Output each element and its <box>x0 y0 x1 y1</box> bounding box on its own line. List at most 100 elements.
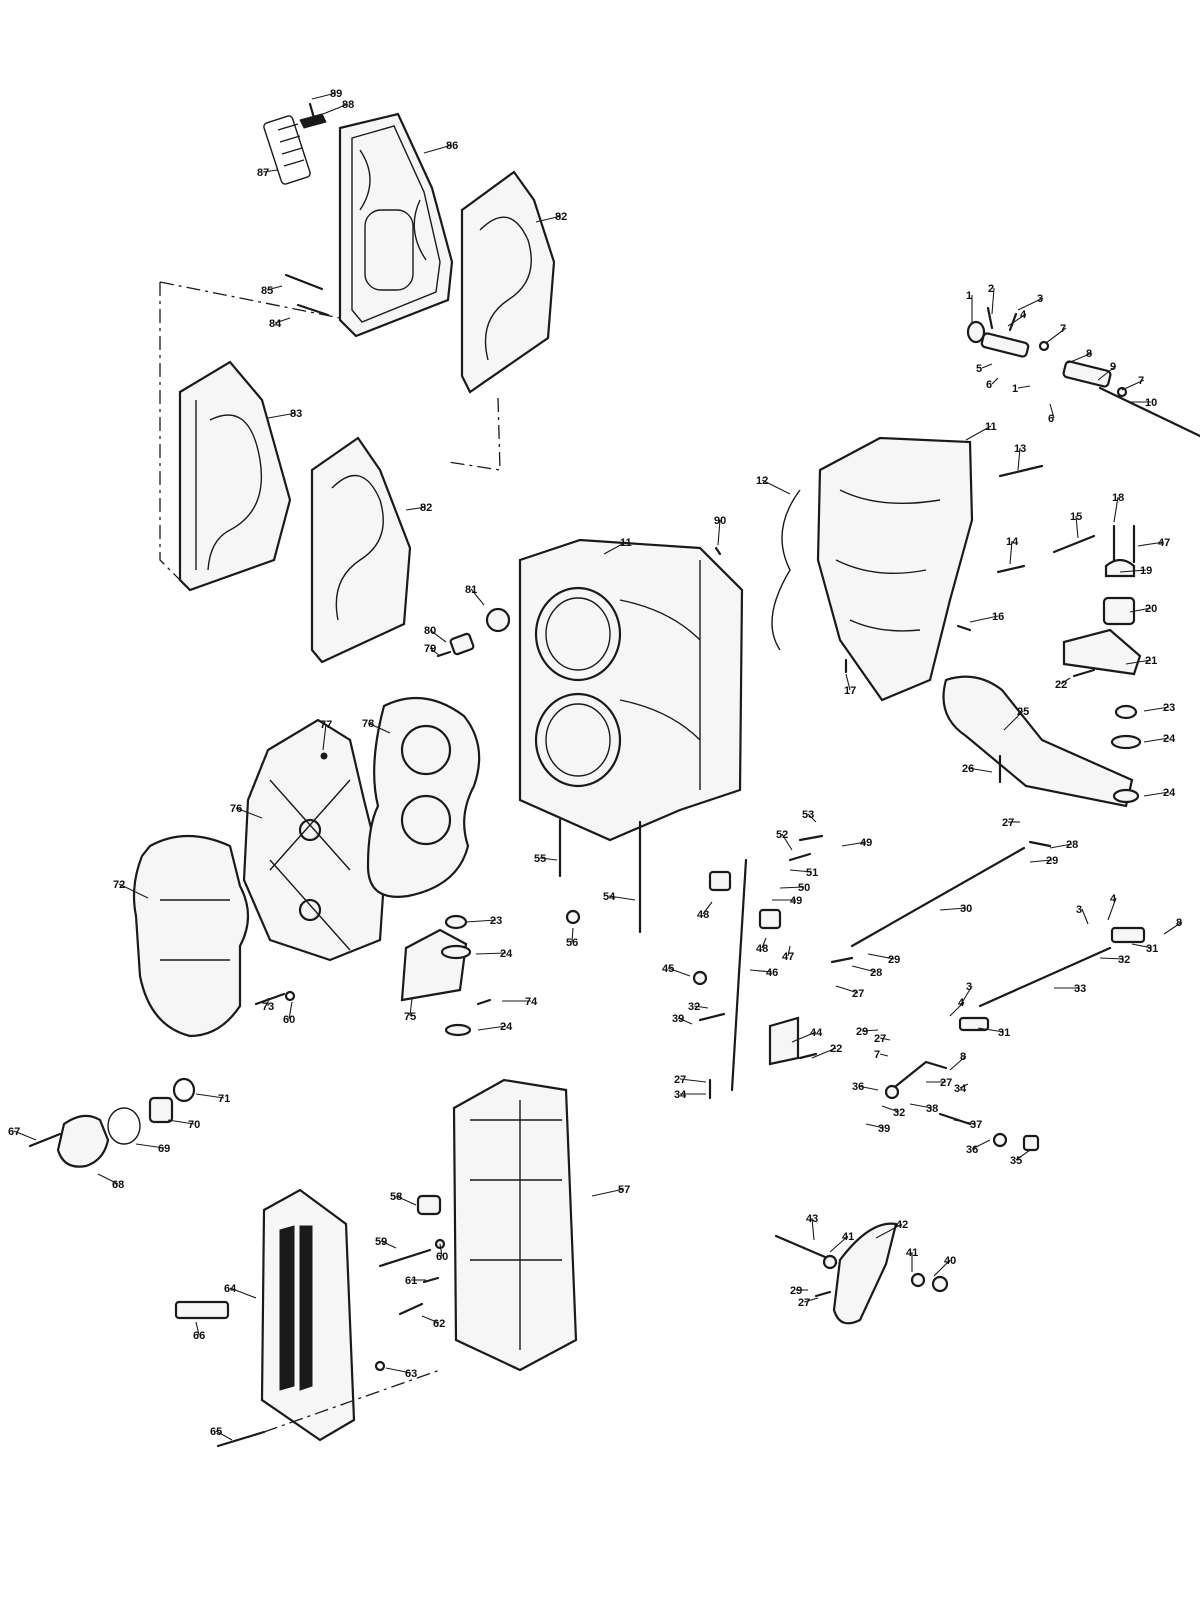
callout-leader-c38 <box>909 1103 933 1109</box>
part-84-bolt <box>296 303 330 317</box>
callout-leader-c69 <box>135 1143 165 1149</box>
callout-leader-c27d <box>679 1078 707 1083</box>
part-59-bolt <box>378 1248 432 1268</box>
callout-leader-c86 <box>423 144 453 154</box>
callout-leader-c29b <box>867 953 895 960</box>
part-81-80-79-thermostat <box>436 607 511 658</box>
callout-c57: 57 <box>618 1184 630 1196</box>
callout-c81: 81 <box>465 584 477 596</box>
callout-leader-c75 <box>409 997 413 1017</box>
callout-c90: 90 <box>714 515 726 527</box>
callout-leader-c20 <box>1129 607 1152 613</box>
callout-leader-c4a <box>1007 313 1027 327</box>
callout-leader-c36b <box>971 1139 991 1150</box>
callout-leader-c43 <box>811 1217 815 1241</box>
callout-c62: 62 <box>433 1318 445 1330</box>
callout-leader-c65 <box>215 1430 233 1441</box>
callout-leader-c66 <box>195 1321 200 1336</box>
callout-leader-c58 <box>395 1195 417 1206</box>
callout-c32b: 32 <box>688 1001 700 1013</box>
callout-c79: 79 <box>424 643 436 655</box>
callout-leader-c14 <box>1009 540 1013 565</box>
part-60-washer-right <box>434 1238 446 1250</box>
part-22-bolt-lower <box>798 1052 818 1060</box>
part-31-link-upper <box>1110 926 1146 944</box>
callout-c47a: 47 <box>1158 537 1170 549</box>
callout-leader-c3b <box>1081 908 1089 925</box>
callout-c49b: 49 <box>790 895 802 907</box>
callout-c3a: 3 <box>1037 293 1043 305</box>
callout-leader-c3c <box>959 985 973 1007</box>
callout-c34b: 34 <box>954 1083 967 1095</box>
callout-c20: 20 <box>1145 603 1157 615</box>
callout-leader-c82b <box>405 506 427 511</box>
callout-leader-c24a <box>475 952 507 955</box>
callout-c85: 85 <box>261 285 273 297</box>
callout-leader-c76 <box>235 807 263 819</box>
callout-c53: 53 <box>802 809 814 821</box>
part-83-exhaust-plate <box>178 360 292 592</box>
callout-c3c: 3 <box>966 981 972 993</box>
part-40-nut <box>931 1275 949 1293</box>
callout-c83: 83 <box>290 408 302 420</box>
callout-c21: 21 <box>1145 655 1157 667</box>
callout-leader-c42 <box>875 1223 903 1239</box>
callout-c49a: 49 <box>860 837 872 849</box>
callout-leader-c27c <box>879 1037 891 1041</box>
callout-leader-c28a <box>1049 843 1073 849</box>
part-41-washer-right <box>910 1272 926 1288</box>
part-74-screw <box>476 998 492 1006</box>
part-45-bushing <box>692 970 708 986</box>
callout-leader-c6b <box>1049 403 1055 419</box>
callout-leader-c4c <box>949 1001 965 1017</box>
callout-leader-c19 <box>1119 569 1147 573</box>
callout-c39a: 39 <box>672 1013 684 1025</box>
callout-c5: 5 <box>976 363 982 375</box>
part-11-cylinder-block <box>518 538 744 842</box>
callout-leader-c13 <box>1017 447 1021 471</box>
part-48-bracket-upper <box>708 870 732 892</box>
callout-c11a: 11 <box>620 537 632 549</box>
callout-leader-c22b <box>811 1047 837 1059</box>
part-63-washer <box>374 1360 386 1372</box>
callout-leader-c67 <box>13 1130 37 1141</box>
part-11-crankcase-half <box>771 436 974 702</box>
callout-c88: 88 <box>342 99 354 111</box>
callout-leader-c3a <box>1017 297 1044 311</box>
callout-leader-c44 <box>791 1031 817 1043</box>
callout-c51: 51 <box>806 867 818 879</box>
callout-leader-c64 <box>229 1287 257 1299</box>
callout-c24d: 24 <box>1163 787 1176 799</box>
part-14-bolt <box>996 564 1026 574</box>
callout-c37: 37 <box>970 1119 982 1131</box>
callout-c7c: 7 <box>874 1049 880 1061</box>
callout-leader-c5 <box>981 363 993 369</box>
callout-c11b: 11 <box>985 421 997 433</box>
callout-c45: 45 <box>662 963 674 975</box>
callout-c4a: 4 <box>1020 309 1027 321</box>
part-15-bolt <box>1052 534 1096 554</box>
callout-leader-c27b <box>835 985 859 994</box>
callout-c10: 10 <box>1145 397 1157 409</box>
part-60-washer-left <box>284 990 296 1002</box>
callout-c27c: 27 <box>874 1033 886 1045</box>
callout-c71: 71 <box>218 1093 230 1105</box>
part-53-51-linkage <box>788 834 824 862</box>
callout-leader-c84 <box>274 317 291 324</box>
callout-c74: 74 <box>525 996 538 1008</box>
callout-c33: 33 <box>1074 983 1086 995</box>
callout-leader-c15 <box>1075 515 1079 539</box>
callout-leader-c24c <box>1143 737 1170 743</box>
callout-c36b: 36 <box>966 1144 978 1156</box>
callout-leader-c21 <box>1125 659 1152 665</box>
callout-leader-c28b <box>851 965 877 973</box>
callout-leader-c11b <box>965 425 992 441</box>
callout-leader-c88 <box>317 103 349 117</box>
callout-c1b: 1 <box>1012 383 1018 395</box>
callout-leader-c39b <box>865 1123 885 1129</box>
callout-c42: 42 <box>896 1219 908 1231</box>
callout-c84: 84 <box>269 318 282 330</box>
part-77-plug <box>320 752 328 760</box>
callout-leader-c70 <box>167 1119 195 1125</box>
